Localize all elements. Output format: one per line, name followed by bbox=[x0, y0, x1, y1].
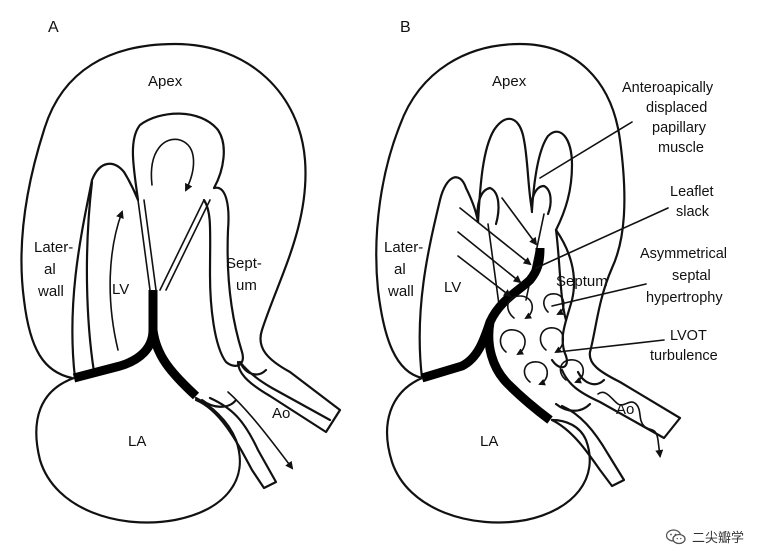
annotation-lvot-1: LVOT bbox=[670, 328, 707, 344]
panel-a-posterior-leaflet bbox=[148, 329, 200, 400]
panel-a-chordae-3 bbox=[159, 199, 205, 291]
panel-b-lv-label: LV bbox=[444, 279, 461, 296]
panel-a-chordae-2 bbox=[143, 199, 157, 291]
panel-a-apex-label: Apex bbox=[148, 73, 183, 90]
panel-a-ao-label: Ao bbox=[272, 405, 290, 422]
annotation-hypertrophy-2: septal bbox=[672, 268, 711, 284]
panel-b-swirl-4 bbox=[523, 361, 549, 386]
panel-b-chordae-1 bbox=[487, 223, 501, 313]
panel-b-leader-leaflet bbox=[535, 207, 669, 269]
panel-a-atrial-wall bbox=[194, 396, 278, 490]
panel-b-wavy-outflow-arrow bbox=[597, 391, 664, 458]
panel-a-aortic-cusp-1 bbox=[238, 360, 268, 376]
panel-b-swirl-6 bbox=[543, 293, 565, 315]
panel-b-swirl-3 bbox=[539, 327, 565, 354]
panel-a-lateral-label-3: wall bbox=[37, 283, 64, 300]
panel-b-septum-inner bbox=[550, 228, 576, 369]
panel-b-lateral-label-2: al bbox=[394, 261, 406, 278]
panel-b-papillary-left bbox=[476, 186, 500, 226]
panel-b-left-atrium bbox=[385, 376, 591, 524]
panel-a-left-atrium bbox=[35, 376, 241, 524]
panel-b-leader-hypertrophy bbox=[551, 283, 647, 307]
panel-b-anterior-leaflet bbox=[420, 247, 545, 383]
panel-b-lv-cavity bbox=[418, 117, 574, 380]
panel-a-letter: A bbox=[48, 19, 59, 36]
annotation-papillary-4: muscle bbox=[658, 140, 704, 156]
panel-a-lateral-label-1: Later- bbox=[34, 239, 73, 256]
panel-b-apex-label: Apex bbox=[492, 73, 527, 90]
panel-b-lateral-label-1: Later- bbox=[384, 239, 423, 256]
watermark-text: 二尖瓣学 bbox=[691, 531, 744, 546]
annotation-papillary-2: displaced bbox=[646, 100, 707, 116]
panel-b-flow-arrow-1 bbox=[459, 207, 532, 266]
panel-b-swirl-1 bbox=[507, 295, 533, 320]
annotation-papillary-1: Anteroapically bbox=[622, 80, 714, 96]
panel-a-lv-cavity bbox=[71, 112, 244, 380]
panel-b-lateral-label-3: wall bbox=[387, 283, 414, 300]
panel-b-flow-arrow-3 bbox=[457, 255, 512, 298]
panel-a-flow-arrow-loop bbox=[150, 138, 195, 192]
panel-a-anterior-leaflet bbox=[72, 290, 158, 383]
panel-a-outer-wall bbox=[20, 42, 342, 434]
panel-b-letter: B bbox=[400, 19, 411, 36]
panel-b-posterior-leaflet bbox=[484, 321, 553, 424]
annotation-papillary-3: papillary bbox=[652, 120, 707, 136]
panel-b-leader-papillary bbox=[539, 121, 633, 179]
panel-b-flow-arrow-2 bbox=[457, 231, 522, 284]
panel-b-leader-lvot bbox=[557, 339, 665, 353]
panel-b-aortic-cusp-1 bbox=[576, 370, 606, 386]
watermark: 二尖瓣学 bbox=[665, 527, 744, 546]
panel-b-papillary-right bbox=[530, 184, 552, 216]
panel-a-flow-arrow-up bbox=[109, 210, 124, 351]
panel-b-atrial-wall bbox=[550, 404, 626, 488]
panel-a-aortic-cusp-2 bbox=[200, 398, 238, 408]
panel-a-septum-label-1: Sept- bbox=[226, 255, 262, 272]
panel-b-swirl-5 bbox=[559, 359, 585, 384]
panel-a-la-label: LA bbox=[128, 433, 146, 450]
wechat-icon bbox=[665, 528, 686, 544]
panel-a-lateral-label-2: al bbox=[44, 261, 56, 278]
annotation-lvot-2: turbulence bbox=[650, 348, 718, 364]
panel-a-chordae-4 bbox=[165, 199, 211, 291]
panel-a-lv-label: LV bbox=[112, 281, 129, 298]
annotation-leaflet-2: slack bbox=[676, 204, 710, 220]
panel-b-septum-label: Septum bbox=[556, 273, 608, 290]
panel-b-la-label: LA bbox=[480, 433, 498, 450]
panel-a-flow-arrow-out bbox=[227, 391, 294, 470]
annotation-hypertrophy-1: Asymmetrical bbox=[640, 246, 727, 262]
panel-a-septum-label-2: um bbox=[236, 277, 257, 294]
panel-a-chordae-1 bbox=[137, 199, 151, 291]
panel-b-outer-wall bbox=[375, 42, 682, 440]
panel-b-flow-arrow-4 bbox=[501, 197, 538, 246]
annotation-leaflet-1: Leaflet bbox=[670, 184, 714, 200]
panel-b-swirl-2 bbox=[499, 329, 526, 356]
panel-b-aortic-cusp-2 bbox=[554, 402, 592, 412]
panel-a-lateral-inner bbox=[85, 180, 96, 374]
panel-a: A Apex Later- al wall LV Sept- bbox=[20, 19, 342, 524]
annotation-hypertrophy-3: hypertrophy bbox=[646, 290, 723, 306]
panel-b: B bbox=[375, 19, 727, 524]
panel-b-ao-label: Ao bbox=[616, 401, 634, 418]
